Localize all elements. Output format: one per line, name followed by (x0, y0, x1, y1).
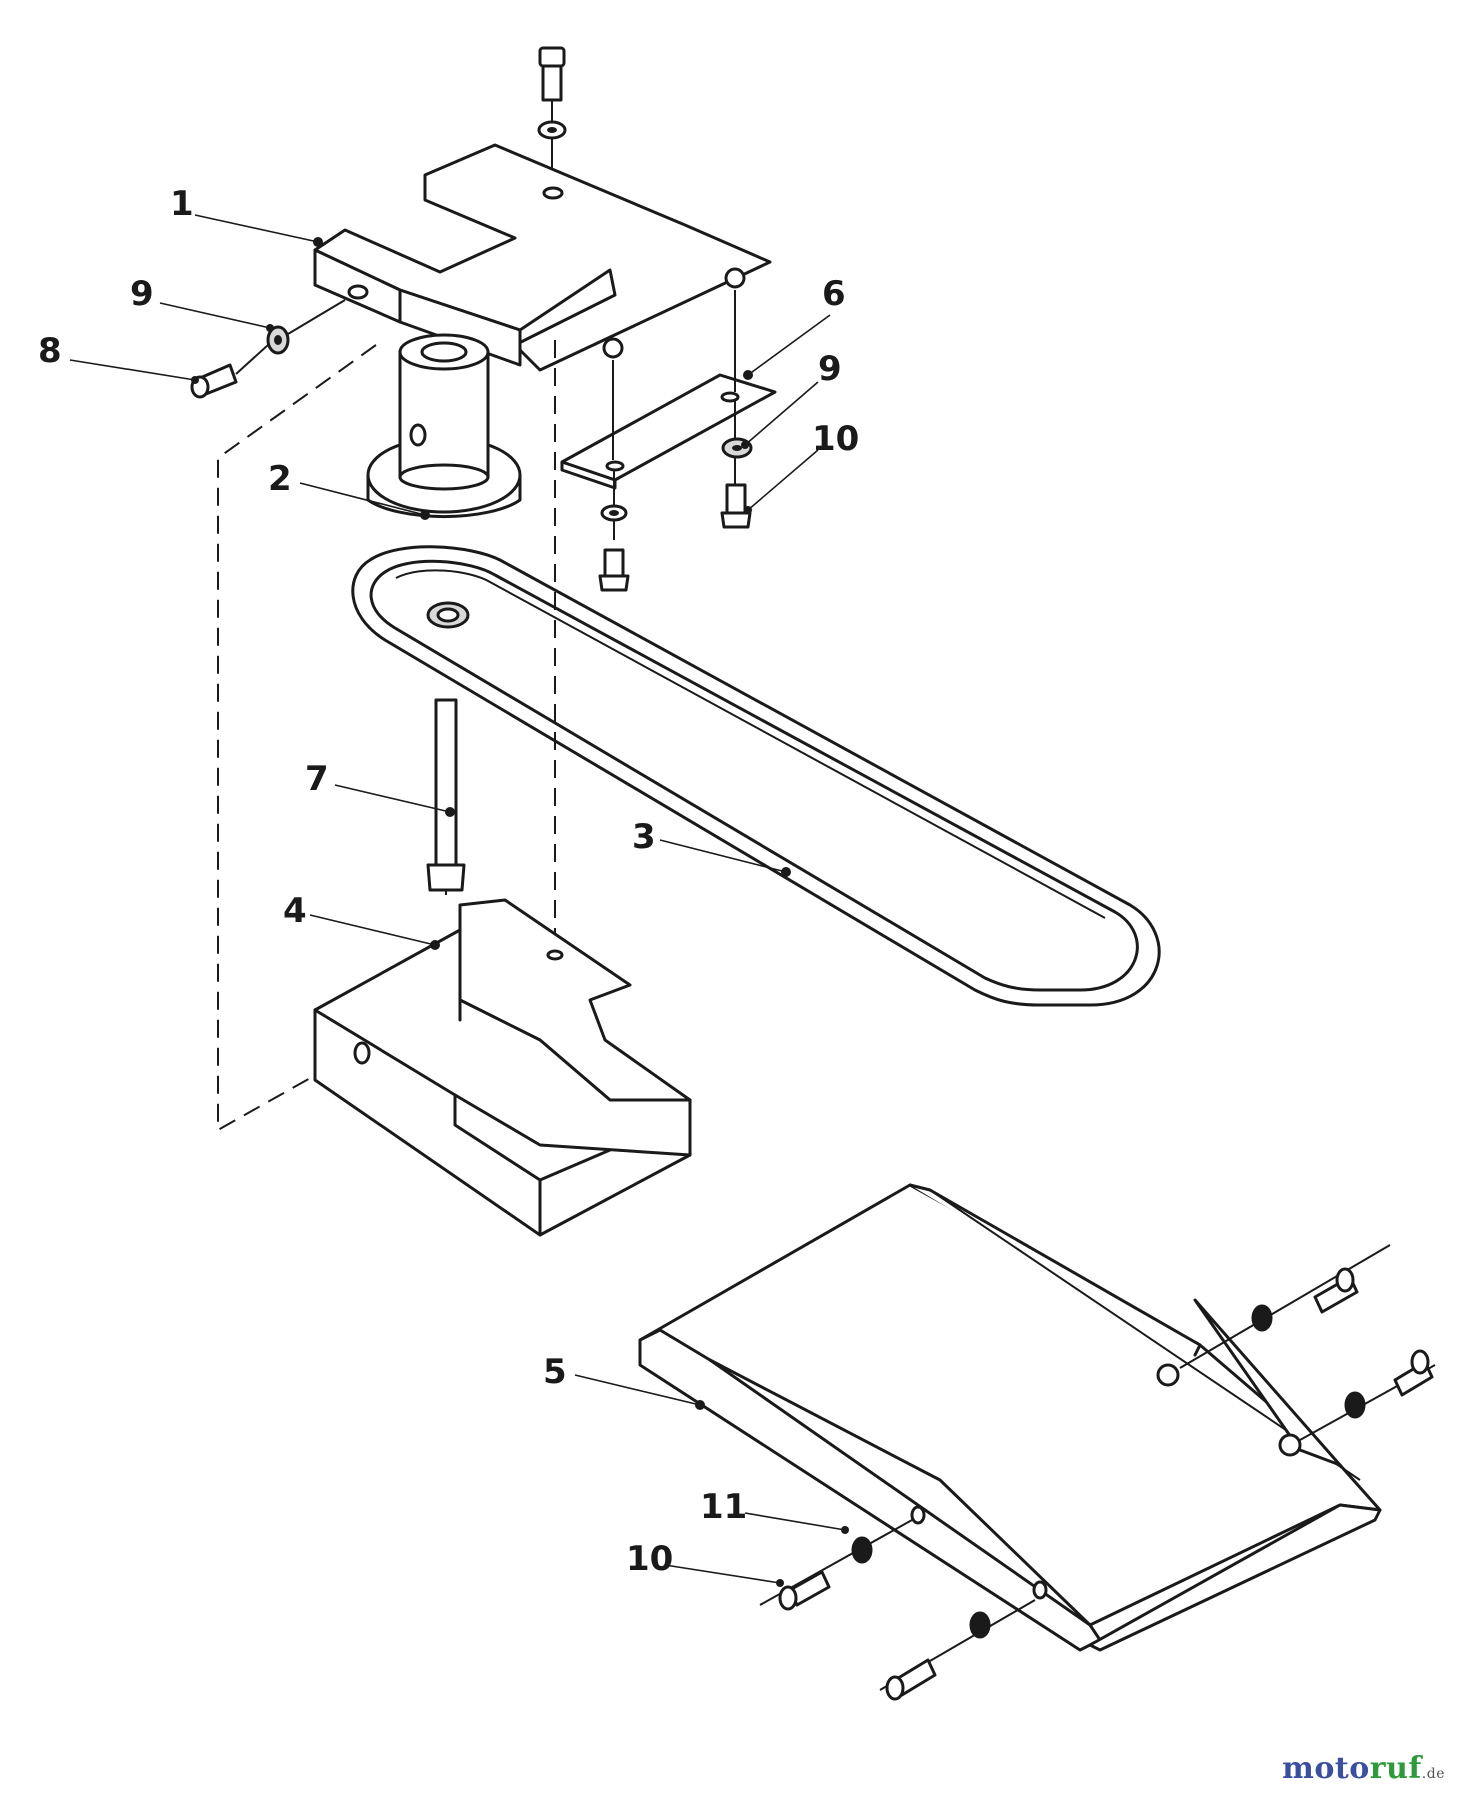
alignment-lines (217, 340, 556, 1132)
strap-plate (560, 290, 777, 490)
mounting-plate-top (313, 143, 772, 372)
callout-leaders (69, 214, 849, 1587)
callout-10-bottom: 10 (626, 1539, 673, 1579)
callout-10-right: 10 (812, 419, 859, 459)
callout-9-left: 9 (130, 274, 154, 314)
chute (638, 1183, 1382, 1652)
callout-2: 2 (268, 459, 292, 499)
callout-8: 8 (38, 331, 62, 371)
callout-9-right: 9 (818, 349, 842, 389)
strap-bolt-left (598, 470, 630, 592)
callout-6: 6 (822, 274, 846, 314)
long-bolt (426, 698, 466, 895)
watermark-tld: .de (1421, 1766, 1445, 1782)
motoruf-watermark: motoruf.de (1282, 1751, 1445, 1786)
callout-labels: 1 9 8 2 6 9 10 7 3 4 5 11 10 (38, 184, 859, 1579)
lower-bracket (313, 898, 692, 1237)
chute-fasteners (759, 1244, 1436, 1701)
watermark-part-2: ruf (1369, 1751, 1422, 1786)
watermark-part-1: moto (1282, 1751, 1370, 1786)
top-bolt (537, 46, 567, 178)
pulley (366, 333, 522, 519)
callout-7: 7 (305, 759, 329, 799)
callout-11: 11 (700, 1487, 747, 1527)
callout-4: 4 (283, 891, 307, 931)
callout-1: 1 (170, 184, 194, 224)
callout-5: 5 (543, 1352, 567, 1392)
callout-3: 3 (632, 817, 656, 857)
